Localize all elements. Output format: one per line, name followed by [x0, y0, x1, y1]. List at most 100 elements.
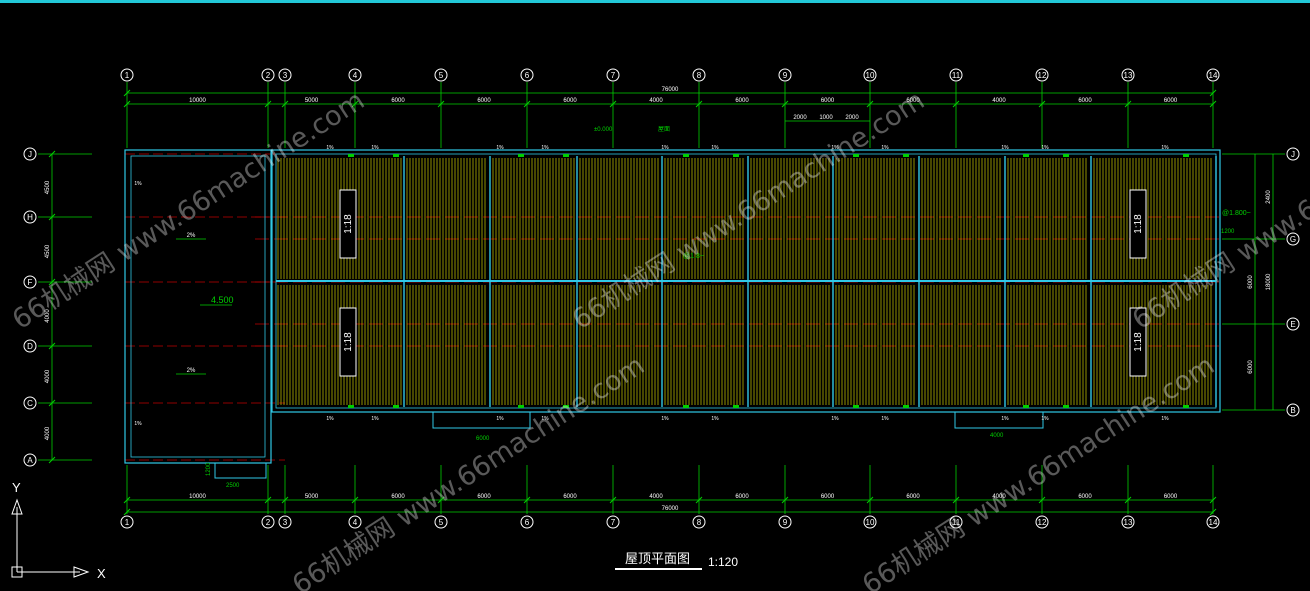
ucs-x-label: X: [97, 566, 106, 581]
main-roof-outer: [271, 149, 1221, 413]
roof-bay-2-1: [492, 285, 575, 405]
bay-dim-0-7: 6000: [821, 98, 835, 104]
left-bump-height: 1200: [206, 462, 212, 476]
bay-dim-0-10: 6000: [1078, 98, 1092, 104]
axis-bubble-left-4: C: [23, 396, 37, 410]
dim-tick-104-8: [781, 100, 789, 108]
dim-tick-500-2: [281, 496, 289, 504]
top-note-2: 屋面: [658, 126, 670, 133]
drain-ratio-1: 1:18: [343, 332, 354, 352]
roof-bay-6-1: [835, 285, 915, 405]
dim-tick-500-5: [523, 496, 531, 504]
axis-bubble-right-0-label: J: [1291, 150, 1295, 159]
axis-bubble-bottom-5: 6: [520, 515, 534, 529]
axis-bubble-bottom-1-label: 2: [266, 518, 271, 527]
axis-bubble-left-1-circle: [23, 210, 37, 224]
right-dim-0: 2400: [1266, 190, 1272, 204]
dim-tick-500-10: [952, 496, 960, 504]
watermark-2: 66机械网 www.66machine.com: [1127, 85, 1310, 336]
drain-ratio-0: 1:18: [343, 214, 354, 234]
right-note: @1.800~: [1222, 210, 1251, 217]
axis-bubble-left-1: H: [23, 210, 37, 224]
roof-bay-6-0: [835, 158, 915, 279]
axis-bubble-left-2-label: F: [28, 278, 33, 287]
axis-bubble-top-7-label: 8: [697, 71, 702, 80]
left-dim-4: 4000: [45, 426, 51, 440]
drain-mark-bottom-5: [733, 405, 739, 408]
axis-bubble-bottom-3-label: 4: [353, 518, 358, 527]
eave-slope-bottom-6: 1%: [831, 416, 839, 422]
axis-bubble-top-8-label: 9: [783, 71, 788, 80]
bump-2: [954, 412, 1044, 429]
bay-dim-1-4: 6000: [563, 494, 577, 500]
bay-dim-0-6: 6000: [735, 98, 749, 104]
axis-bubble-bottom-4: 5: [434, 515, 448, 529]
roof-bay-8-0: [1007, 158, 1087, 279]
dim-tick-104-5: [523, 100, 531, 108]
axis-bubble-top-7: 8: [692, 68, 706, 82]
left-dim-tick-3: [48, 342, 56, 350]
axis-bubble-top-0-label: 1: [125, 71, 130, 80]
dim-tick-104-9: [866, 100, 874, 108]
drain-mark-top-0: [348, 154, 354, 157]
roof-bay-3-1: [579, 285, 659, 405]
roof-bay-7-0: [921, 158, 1001, 279]
axis-bubble-bottom-8-circle: [778, 515, 792, 529]
drain-mark-top-8: [1023, 154, 1029, 157]
bay-dim-1-2: 6000: [391, 494, 405, 500]
eave-slope-bottom-9: 1%: [1041, 416, 1049, 422]
right-dim-1: 6000: [1248, 275, 1254, 289]
dim-tick-104-4: [437, 100, 445, 108]
bay-dim-0-2: 6000: [391, 98, 405, 104]
axis-bubble-bottom-5-circle: [520, 515, 534, 529]
bay-dim-1-10: 6000: [1078, 494, 1092, 500]
eave-slope-top-9: 1%: [1041, 145, 1049, 151]
dim-tick-104-11: [1038, 100, 1046, 108]
roof-bay-5-1: [750, 285, 830, 405]
watermark-3: 66机械网 www.66machine.com: [287, 350, 650, 591]
eave-slope-bottom-8: 1%: [1001, 416, 1009, 422]
axis-bubble-left-4-circle: [23, 396, 37, 410]
axis-bubble-right-3-circle: [1286, 403, 1300, 417]
eave-slope-bottom-4: 1%: [661, 416, 669, 422]
axis-bubble-left-4-label: C: [27, 399, 33, 408]
axis-bubble-top-11-circle: [1035, 68, 1049, 82]
axis-bubble-bottom-0-label: 1: [125, 518, 130, 527]
dim-tick-104-6: [609, 100, 617, 108]
drain-mark-top-4: [683, 154, 689, 157]
dim-tick-500-11: [1038, 496, 1046, 504]
axis-bubble-top-4-label: 5: [439, 71, 444, 80]
roof-bay-2-0: [492, 158, 575, 279]
axis-bubble-top-10-circle: [949, 68, 963, 82]
bay-dim-1-6: 6000: [735, 494, 749, 500]
dim-tick-500-7: [695, 496, 703, 504]
axis-bubble-left-5: A: [23, 453, 37, 467]
bay-dim-0-4: 6000: [563, 98, 577, 104]
drain-box-1: [339, 307, 357, 377]
axis-bubble-bottom-12: 13: [1121, 515, 1135, 529]
axis-bubble-left-0-circle: [23, 147, 37, 161]
bump1-dim: 6000: [476, 436, 490, 442]
dim-tick-500-13: [1209, 496, 1217, 504]
eave-slope-bottom-3: 1%: [541, 416, 549, 422]
bay-dim-1-8: 6000: [906, 494, 920, 500]
total-dim-tick-1-1: [1209, 508, 1217, 516]
roof-hatch: 1:181:181:181:181%1%1%1%1%1%1%1%1%1%1%1%…: [277, 145, 1217, 422]
axis-bubble-right-2-circle: [1286, 317, 1300, 331]
axis-bubble-bottom-10-label: 11: [952, 518, 961, 527]
watermark-4: 66机械网 www.66machine.com: [857, 350, 1220, 591]
axis-bubble-right-0: J: [1286, 147, 1300, 161]
axis-bubble-top-2-label: 3: [283, 71, 288, 80]
axis-bubble-bottom-2-circle: [278, 515, 292, 529]
total-dim-tick-0-0: [123, 89, 131, 97]
top-note-1: ±0.000: [594, 127, 613, 133]
dim-tick-104-1: [264, 100, 272, 108]
total-dim-tick-0-1: [1209, 89, 1217, 97]
axis-bubble-top-1: 2: [261, 68, 275, 82]
eave-slope-bottom-5: 1%: [711, 416, 719, 422]
total-dim-label-1: 76000: [662, 506, 679, 512]
watermark-0: 66机械网 www.66machine.com: [7, 85, 370, 336]
axis-bubble-top-9: 10: [863, 68, 877, 82]
axis-bubble-bottom-11-circle: [1035, 515, 1049, 529]
